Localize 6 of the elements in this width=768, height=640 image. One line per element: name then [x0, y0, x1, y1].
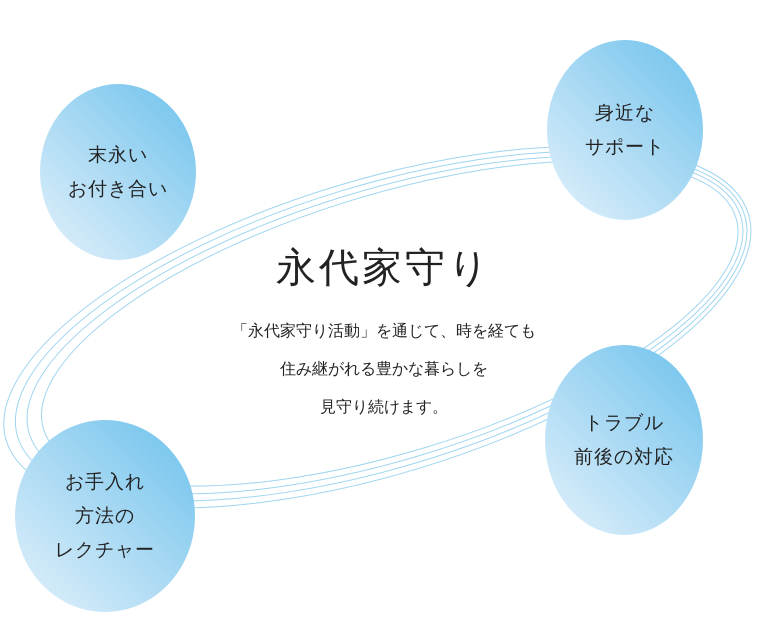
- circle-label: トラブル前後の対応: [574, 411, 674, 470]
- circle-label: 末永いお付き合い: [68, 143, 168, 202]
- circle-label: お手入れ方法のレクチャー: [55, 470, 155, 563]
- circle-label: 身近なサポート: [585, 101, 665, 160]
- title: 永代家守り: [276, 245, 492, 291]
- description-text: 「永代家守り活動」を通じて、時を経ても住み継がれる豊かな暮らしを見守り続けます。: [232, 320, 536, 418]
